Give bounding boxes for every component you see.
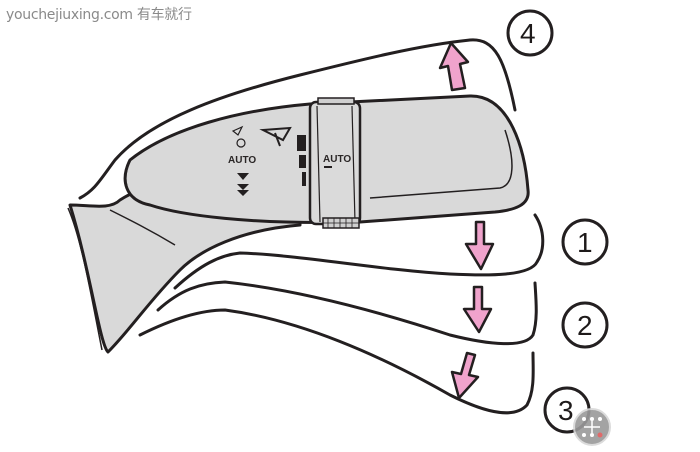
position-1-number: 1 — [577, 227, 593, 258]
off-circle-icon — [236, 138, 246, 148]
intermittent-bar-3 — [302, 172, 306, 186]
low-speed-icon — [237, 173, 249, 180]
position-4-outline — [78, 38, 517, 200]
position-4-badge — [506, 9, 554, 57]
position-1-badge — [561, 218, 609, 266]
arrow-down-2-icon — [462, 285, 493, 334]
site-logo-icon — [573, 408, 611, 446]
position-2-number: 2 — [577, 310, 593, 341]
arrow-down-left-icon — [450, 351, 480, 400]
position-2-badge — [561, 301, 609, 349]
wiper-icon — [259, 126, 292, 147]
arrow-down-1-icon — [464, 220, 495, 271]
left-auto-label: AUTO — [228, 155, 256, 166]
intermittent-bar-1 — [297, 135, 306, 151]
intermittent-bar-2 — [299, 155, 306, 168]
position-2-outline — [156, 280, 538, 346]
position-1-outline — [173, 213, 545, 290]
watermark: youchejiuxing.com 有车就行 — [6, 7, 192, 23]
position-3-number: 3 — [558, 395, 574, 426]
mist-triangle-icon — [231, 125, 244, 136]
position-4-number: 4 — [520, 18, 536, 49]
position-3-outline — [138, 308, 535, 415]
ring-auto-label: AUTO — [323, 154, 351, 165]
arrow-up-icon — [438, 41, 470, 92]
high-speed-icon — [237, 184, 249, 196]
